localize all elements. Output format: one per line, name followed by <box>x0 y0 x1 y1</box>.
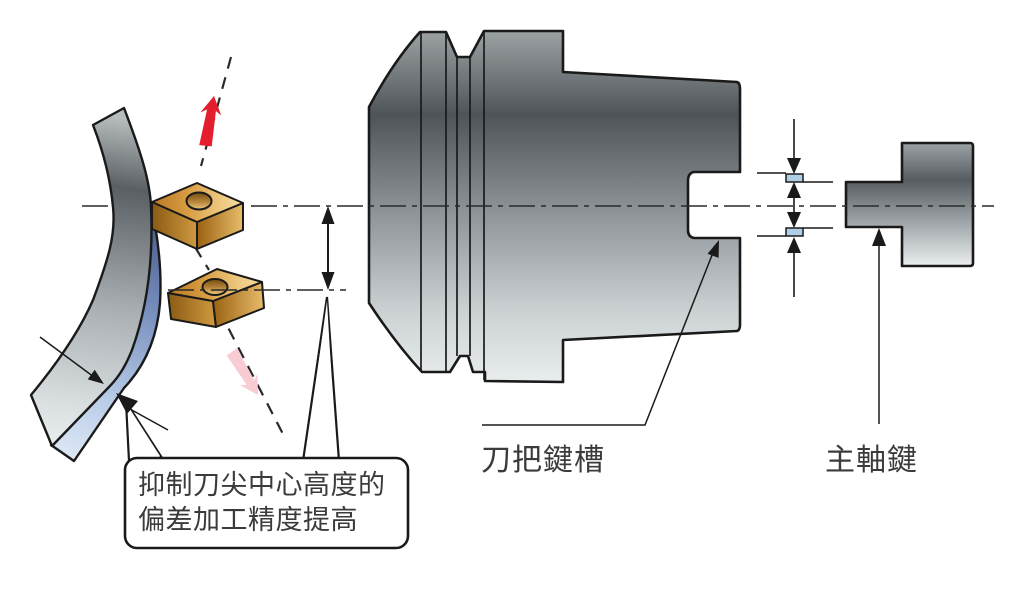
label-spindle-key: 主軸鍵 <box>825 444 918 477</box>
insert-hole <box>185 191 213 211</box>
insert-hole <box>201 278 229 296</box>
feed-arrow-down-icon <box>226 348 258 395</box>
workpiece-band <box>29 106 153 448</box>
keyway-leader <box>482 240 719 426</box>
key-fit-blocks <box>757 119 833 297</box>
fit-dimension-arrows <box>787 119 801 297</box>
spindle-key-block <box>844 141 975 268</box>
callout-line-2: 偏差加工精度提高 <box>138 505 358 535</box>
callout-text: 抑制刀尖中心高度的 偏差加工精度提高 <box>125 458 408 548</box>
feed-arrow-up-icon <box>199 96 222 147</box>
cutting-axis <box>194 56 285 437</box>
callout-arrowhead <box>116 393 138 414</box>
center-height-dimension-arrow <box>321 206 335 290</box>
workpiece-arc <box>29 106 162 463</box>
callout <box>116 296 410 550</box>
callout-line-1: 抑制刀尖中心高度的 <box>138 469 386 500</box>
layer-arrowhead-outer <box>87 369 104 384</box>
spindle-key-leader <box>872 228 886 424</box>
label-holder-keyway: 刀把鍵槽 <box>481 444 605 477</box>
cutting-insert-upper <box>151 182 244 250</box>
cutting-insert-lower <box>167 268 265 328</box>
